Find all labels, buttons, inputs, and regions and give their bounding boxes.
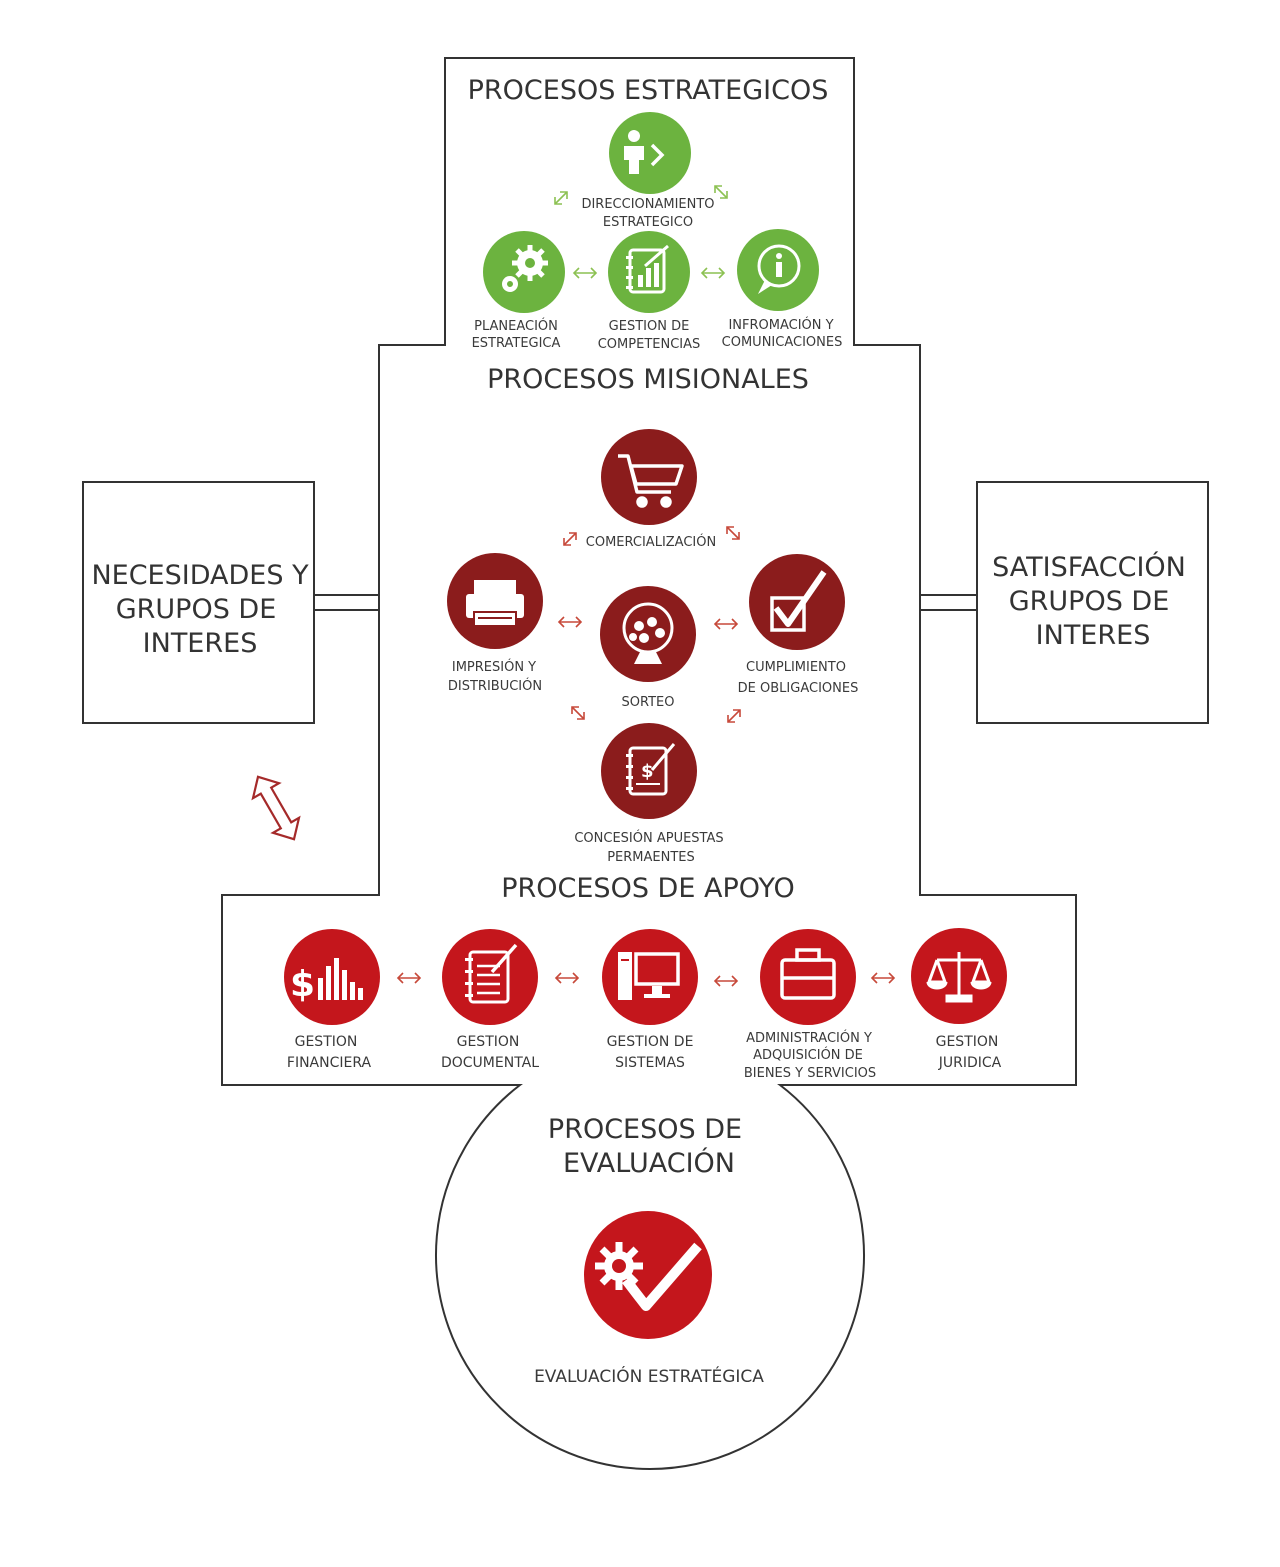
notebook-chart-icon [626, 244, 669, 294]
label-juridica-2: JURIDICA [938, 1055, 1002, 1071]
label-administracion-3: BIENES Y SERVICIOS [744, 1066, 876, 1081]
process-outline [221, 57, 1077, 1470]
node-sorteo: SORTEO [600, 586, 696, 710]
printer-icon [466, 580, 524, 627]
arrow-administracion-juridica [871, 972, 895, 984]
node-impresion: IMPRESIÓN Y DISTRIBUCIÓN [447, 553, 543, 694]
section-missional-title: PROCESOS MISIONALES [487, 364, 809, 395]
label-comercializacion: COMERCIALIZACIÓN [586, 534, 716, 550]
label-juridica-1: GESTION [936, 1034, 999, 1050]
node-competencias: GESTION DE COMPETENCIAS [598, 231, 701, 352]
satisfaction-line1: SATISFACCIÓN [992, 551, 1186, 583]
section-strategic-title: PROCESOS ESTRATEGICOS [468, 75, 829, 106]
label-documental-1: GESTION [457, 1034, 520, 1050]
node-comercializacion: COMERCIALIZACIÓN [586, 429, 716, 550]
arrow-comercializacion-right [726, 526, 740, 540]
gear-check-icon [595, 1242, 702, 1311]
label-direccionamiento-2: ESTRATEGICO [603, 215, 693, 230]
checkbox-icon [770, 570, 827, 632]
label-evaluacion: EVALUACIÓN ESTRATÉGICA [534, 1365, 764, 1387]
arrow-concesion-left [571, 706, 585, 720]
label-administracion-1: ADMINISTRACIÓN Y [746, 1030, 872, 1046]
lottery-drum-icon [622, 602, 674, 664]
arrow-concesion-right [727, 709, 741, 723]
satisfaction-box [976, 481, 1209, 724]
label-competencias-2: COMPETENCIAS [598, 337, 701, 352]
arrow-planeacion-competencias [573, 267, 597, 279]
node-informacion: INFROMACIÓN Y COMUNICACIONES [722, 229, 843, 350]
section-evaluation-title-1: PROCESOS DE [548, 1114, 742, 1145]
label-direccionamiento-1: DIRECCIONAMIENTO [581, 197, 714, 212]
arrow-direccionamiento-left [554, 191, 568, 205]
computer-icon [618, 952, 680, 1000]
section-evaluation-title-2: EVALUACIÓN [563, 1147, 735, 1179]
dollar-bars-icon: $ [290, 958, 363, 1005]
node-cumplimiento: CUMPLIMIENTO DE OBLIGACIONES [738, 554, 859, 696]
node-administracion: ADMINISTRACIÓN Y ADQUISICIÓN DE BIENES Y… [744, 929, 876, 1081]
node-direccionamiento: DIRECCIONAMIENTO ESTRATEGICO [581, 112, 715, 230]
label-administracion-2: ADQUISICIÓN DE [753, 1047, 863, 1063]
label-concesion-2: PERMAENTES [607, 850, 695, 865]
node-juridica: GESTION JURIDICA [911, 928, 1007, 1071]
arrow-impresion-sorteo [558, 616, 582, 628]
arrow-documental-sistemas [555, 972, 579, 984]
node-sistemas: GESTION DE SISTEMAS [602, 929, 698, 1071]
info-bubble-icon [757, 244, 801, 294]
arrow-financiera-documental [397, 972, 421, 984]
arrow-competencias-informacion [701, 267, 725, 279]
node-evaluacion: EVALUACIÓN ESTRATÉGICA [534, 1211, 764, 1387]
label-competencias-1: GESTION DE [609, 319, 690, 334]
arrow-comercializacion-left [563, 532, 577, 546]
needs-line2: GRUPOS DE [116, 594, 277, 625]
label-sistemas-1: GESTION DE [607, 1034, 694, 1050]
gears-icon [502, 245, 548, 292]
label-documental-2: DOCUMENTAL [441, 1055, 539, 1071]
needs-line3: INTERES [143, 628, 258, 659]
arrow-direccionamiento-right [714, 185, 728, 199]
label-planeacion-2: ESTRATEGICA [472, 336, 561, 351]
section-support-title: PROCESOS DE APOYO [501, 873, 795, 904]
label-planeacion-1: PLANEACIÓN [474, 318, 558, 334]
dollar-glyph: $ [290, 964, 315, 1005]
label-cumplimiento-2: DE OBLIGACIONES [738, 681, 859, 696]
label-cumplimiento-1: CUMPLIMIENTO [746, 660, 846, 675]
notebook-dollar-icon: $ [626, 743, 676, 796]
needs-box [82, 481, 315, 724]
label-informacion-2: COMUNICACIONES [722, 335, 843, 350]
shopping-cart-icon [618, 454, 684, 508]
label-informacion-1: INFROMACIÓN Y [728, 317, 833, 333]
label-financiera-2: FINANCIERA [287, 1055, 372, 1071]
label-concesion-1: CONCESIÓN APUESTAS [574, 830, 723, 846]
label-impresion-2: DISTRIBUCIÓN [448, 678, 542, 694]
label-sistemas-2: SISTEMAS [615, 1055, 685, 1071]
arrow-sistemas-administracion [714, 975, 738, 987]
node-financiera: $ GESTION FINANCIERA [284, 929, 380, 1071]
node-concesion: $ CONCESIÓN APUESTAS PERMAENTES [574, 723, 724, 865]
label-financiera-1: GESTION [295, 1034, 358, 1050]
notebook-pen-icon [465, 943, 518, 1004]
needs-line1: NECESIDADES Y [91, 560, 309, 591]
dollar-glyph: $ [641, 761, 654, 782]
scales-icon [926, 952, 992, 1003]
arrow-sorteo-cumplimiento [714, 618, 738, 630]
briefcase-icon [780, 948, 836, 1000]
feedback-arrow-icon [251, 775, 301, 841]
node-planeacion: PLANEACIÓN ESTRATEGICA [472, 231, 565, 351]
label-sorteo: SORTEO [622, 695, 675, 710]
satisfaction-line2: GRUPOS DE [1009, 586, 1170, 617]
node-documental: GESTION DOCUMENTAL [441, 929, 539, 1071]
label-impresion-1: IMPRESIÓN Y [452, 659, 536, 675]
satisfaction-line3: INTERES [1036, 620, 1151, 651]
person-arrow-icon [624, 130, 665, 174]
